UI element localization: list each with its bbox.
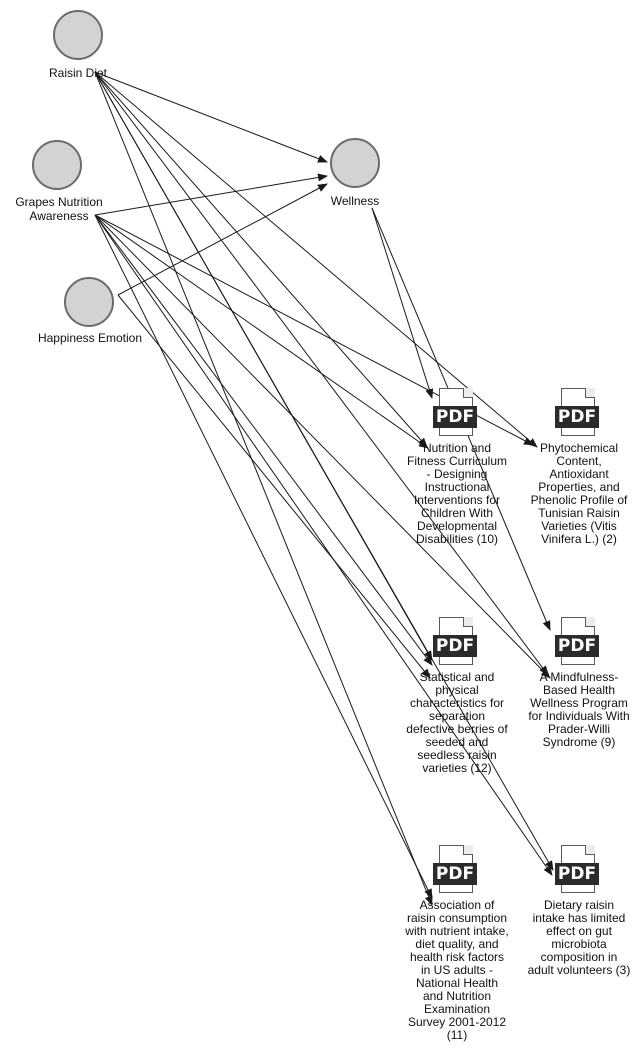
pdf-document-icon: PDF [555, 617, 603, 669]
edge-raisin-to-wellness[interactable] [94, 71, 328, 163]
pdf-badge: PDF [433, 635, 477, 657]
code-label: Wellness [330, 194, 380, 208]
pdf-badge: PDF [555, 635, 599, 657]
edge-grapes-to-d10[interactable] [94, 214, 429, 449]
document-title: A Mindfulness- Based Health Wellness Pro… [528, 670, 630, 749]
edge-happy-to-d12[interactable] [117, 294, 431, 679]
pdf-document-icon: PDF [433, 617, 481, 669]
pdf-badge: PDF [433, 406, 477, 428]
code-label: Raisin Diet [48, 66, 108, 80]
document-node-12[interactable]: PDF Statistical and physical characteris… [402, 617, 512, 775]
document-title: Dietary raisin intake has limited effect… [527, 898, 631, 977]
pdf-document-icon: PDF [555, 845, 603, 897]
document-title: Nutrition and Fitness Curriculum - Desig… [406, 441, 508, 546]
pdf-document-icon: PDF [433, 845, 481, 897]
code-node-happiness-emotion[interactable]: Happiness Emotion [30, 277, 150, 357]
pdf-badge: PDF [555, 863, 599, 885]
document-title: Association of raisin consumption with n… [405, 898, 509, 1042]
document-node-3[interactable]: PDF Dietary raisin intake has limited ef… [524, 845, 634, 977]
code-node-grapes-nutrition-awareness[interactable]: Grapes Nutrition Awareness [4, 140, 114, 230]
pdf-document-icon: PDF [555, 388, 603, 440]
code-node-wellness[interactable]: Wellness [305, 138, 405, 218]
edge-raisin-to-d10[interactable] [94, 71, 428, 448]
edge-raisin-to-d11[interactable] [94, 71, 433, 906]
code-label: Grapes Nutrition Awareness [15, 195, 103, 223]
edge-grapes-to-d11[interactable] [94, 214, 433, 899]
pdf-badge: PDF [433, 863, 477, 885]
code-circle-icon [32, 140, 82, 190]
document-node-2[interactable]: PDF Phytochemical Content, Antioxidant P… [524, 388, 634, 546]
edge-grapes-to-d12[interactable] [94, 214, 433, 666]
code-circle-icon [53, 10, 103, 60]
document-node-11[interactable]: PDF Association of raisin consumption wi… [402, 845, 512, 1042]
edge-happy-to-wellness[interactable] [117, 183, 328, 296]
document-node-10[interactable]: PDF Nutrition and Fitness Curriculum - D… [402, 388, 512, 546]
code-circle-icon [330, 138, 380, 188]
pdf-badge: PDF [555, 406, 599, 428]
edge-raisin-to-d2[interactable] [94, 71, 538, 448]
pdf-document-icon: PDF [433, 388, 481, 440]
document-node-9[interactable]: PDF A Mindfulness- Based Health Wellness… [524, 617, 634, 749]
edge-grapes-to-d9[interactable] [94, 214, 551, 679]
code-label: Happiness Emotion [37, 331, 143, 345]
document-title: Phytochemical Content, Antioxidant Prope… [530, 441, 628, 546]
edge-raisin-to-d3[interactable] [94, 71, 554, 871]
edge-grapes-to-d3[interactable] [94, 214, 553, 876]
edge-grapes-to-wellness[interactable] [94, 173, 328, 216]
code-circle-icon [64, 277, 114, 327]
code-node-raisin-diet[interactable]: Raisin Diet [28, 10, 128, 90]
document-title: Statistical and physical characteristics… [406, 670, 508, 775]
edge-wellness-to-d10[interactable] [371, 207, 434, 399]
